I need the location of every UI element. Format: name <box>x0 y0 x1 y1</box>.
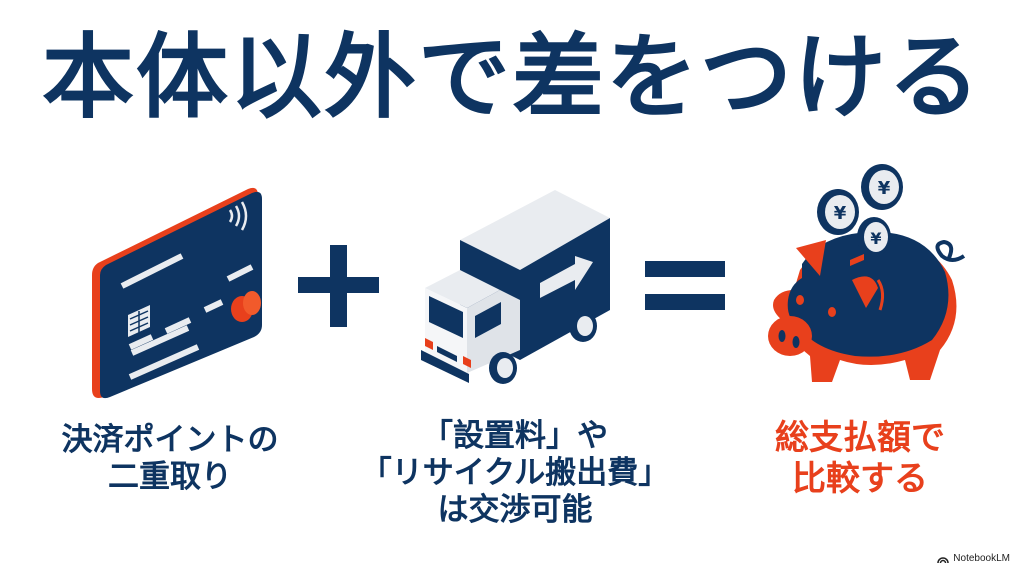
equals-bottom-bar <box>645 294 725 310</box>
page-title: 本体以外で差をつける <box>41 24 982 131</box>
caption-truck-line-3: は交渉可能 <box>437 492 593 528</box>
caption-card-line-2: 二重取り <box>108 459 232 495</box>
caption-truck-line-1: 「設置料」や <box>422 418 608 454</box>
plus-vertical-bar <box>330 245 347 327</box>
equals-top-bar <box>645 261 725 277</box>
notebooklm-watermark: NotebookLM <box>937 553 1010 564</box>
caption-truck-line-2: 「リサイクル搬出費」 <box>360 455 670 491</box>
caption-total-line-1: 総支払額で <box>775 418 945 458</box>
credit-card-icon <box>80 175 270 400</box>
caption-truck: 「設置料」や 「リサイクル搬出費」 は交渉可能 <box>355 418 675 529</box>
svg-text:¥: ¥ <box>878 178 891 199</box>
yen-coin-icon: ¥ <box>861 164 903 210</box>
svg-text:¥: ¥ <box>870 229 881 248</box>
piggy-bank-yen-icon: ¥ ¥ ¥ <box>760 160 970 392</box>
caption-total: 総支払額で 比較する <box>740 418 980 500</box>
caption-total-line-2: 比較する <box>792 459 928 499</box>
notebooklm-logo-icon <box>937 557 950 563</box>
watermark-label: NotebookLM <box>953 553 1010 564</box>
caption-card: 決済ポイントの 二重取り <box>30 422 310 496</box>
svg-text:¥: ¥ <box>834 203 847 224</box>
delivery-truck-icon <box>405 178 625 388</box>
caption-card-line-1: 決済ポイントの <box>61 422 279 458</box>
